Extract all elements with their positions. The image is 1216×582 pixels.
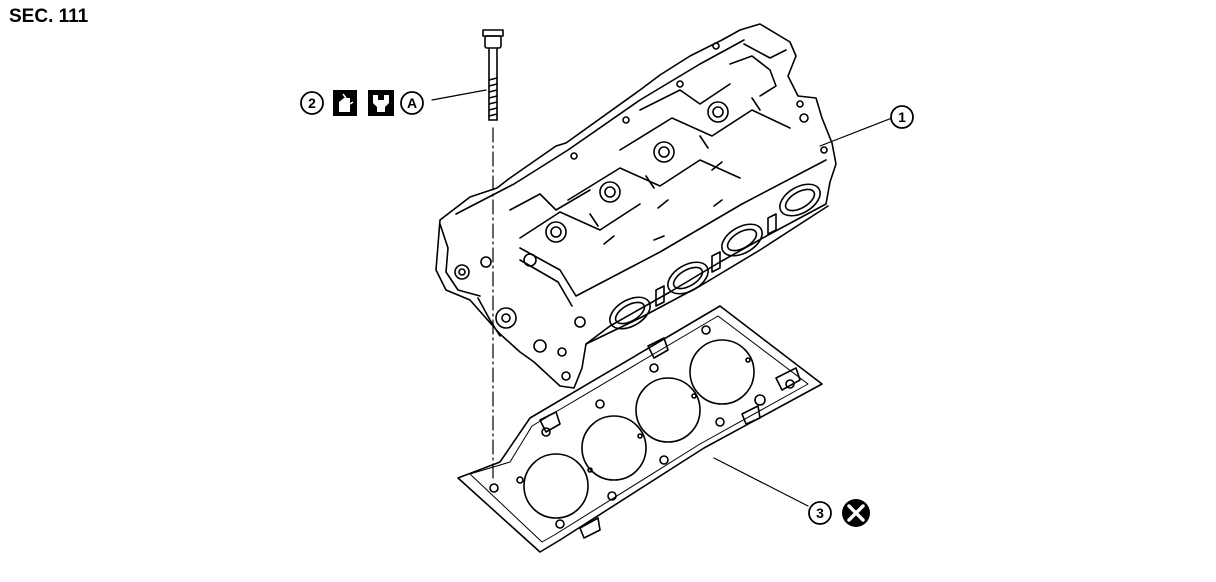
torque-wrench-icon — [368, 90, 394, 116]
callout-2-label: 2 — [308, 95, 316, 111]
leader-1 — [819, 117, 893, 147]
oil-can-icon — [333, 90, 357, 116]
callout-3-label: 3 — [816, 505, 824, 521]
leader-2 — [431, 89, 487, 101]
callout-1-label: 1 — [898, 109, 906, 125]
cylinder-head-bolt — [482, 29, 504, 121]
cylinder-head — [435, 23, 837, 389]
leader-3 — [713, 457, 809, 507]
do-not-reuse-icon — [842, 499, 870, 527]
cylinder-head-gasket — [457, 305, 823, 553]
callout-2: 2 — [300, 91, 324, 115]
callout-1: 1 — [890, 105, 914, 129]
reference-letter-icon: A — [400, 91, 424, 115]
callout-3: 3 — [808, 501, 832, 525]
reference-letter-label: A — [407, 95, 417, 111]
section-title: SEC. 111 — [9, 6, 89, 27]
